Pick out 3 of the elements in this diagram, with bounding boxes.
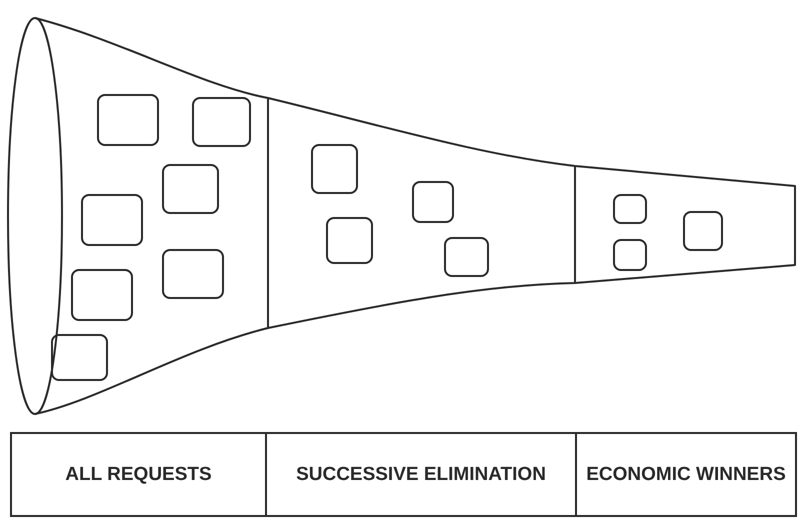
label-cell: ALL REQUESTS xyxy=(10,432,267,517)
label-cell: ECONOMIC WINNERS xyxy=(575,432,797,517)
label-cell: SUCCESSIVE ELIMINATION xyxy=(265,432,577,517)
